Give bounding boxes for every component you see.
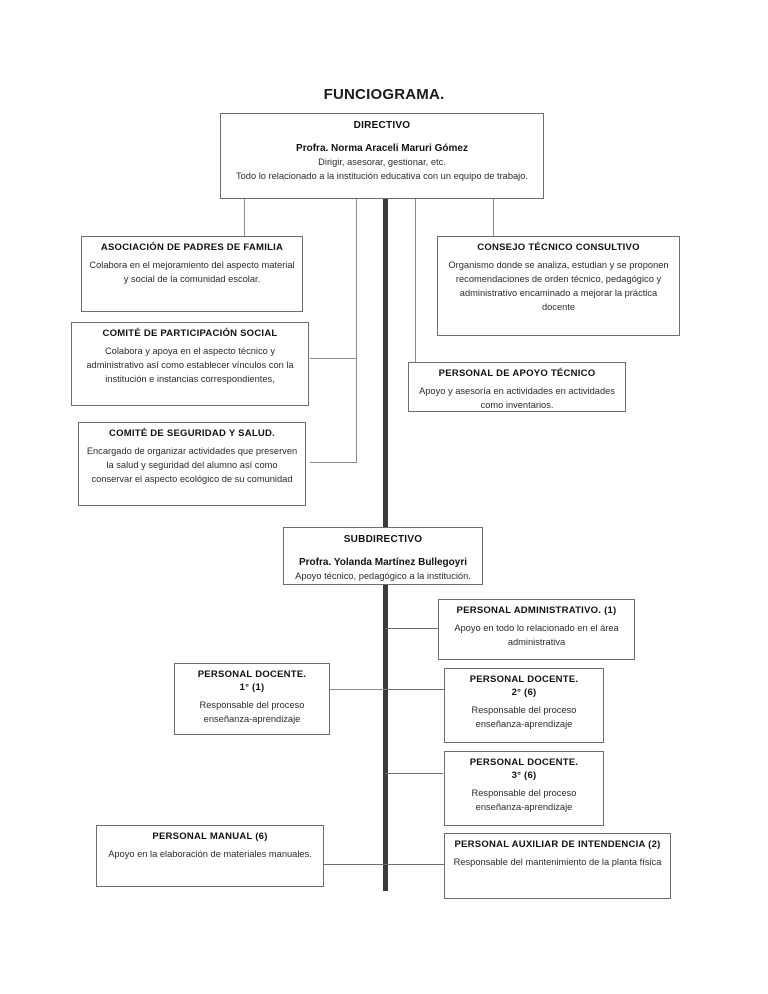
node-docente-2-title: PERSONAL DOCENTE. 2° (6) (469, 674, 579, 698)
main-spine-upper (383, 199, 388, 527)
node-consejo-tecnico-body: Organismo donde se analiza, estudian y s… (448, 259, 669, 312)
node-comite-participacion-title: COMITÉ DE PARTICIPACIÓN SOCIAL (102, 328, 278, 339)
node-directivo-title: DIRECTIVO (353, 120, 411, 131)
node-docente-1-body: Responsable del proceso enseñanza-aprend… (199, 699, 305, 724)
node-consejo-tecnico-title: CONSEJO TÉCNICO CONSULTIVO (477, 242, 640, 253)
node-subdirectivo[interactable]: SUBDIRECTIVO Profra. Yolanda Martínez Bu… (283, 527, 483, 585)
node-comite-seguridad-body: Encargado de organizar actividades que p… (86, 445, 298, 484)
node-directivo-name: Profra. Norma Araceli Maruri Gómez (296, 142, 468, 154)
node-docente-1-title: PERSONAL DOCENTE. 1° (1) (197, 669, 307, 693)
node-docente-3-title: PERSONAL DOCENTE. 3° (6) (469, 757, 579, 781)
connector-directivo-to-consejo (493, 199, 494, 236)
node-apoyo-tecnico-body: Apoyo y asesoría en actividades en activ… (419, 385, 615, 410)
node-comite-seguridad-title: COMITÉ DE SEGURIDAD Y SALUD. (108, 428, 276, 439)
node-directivo[interactable]: DIRECTIVO Profra. Norma Araceli Maruri G… (220, 113, 544, 199)
connector-personal-administrativo (385, 628, 440, 629)
node-docente-1[interactable]: PERSONAL DOCENTE. 1° (1) Responsable del… (174, 663, 330, 735)
connector-directivo-left-branch (356, 199, 357, 463)
node-docente-3[interactable]: PERSONAL DOCENTE. 3° (6) Responsable del… (444, 751, 604, 826)
connector-directivo-right-branch (415, 199, 416, 371)
connector-docentes-row (330, 689, 445, 690)
connector-seguridad-salud (310, 462, 357, 463)
node-subdirectivo-body: Apoyo técnico, pedagógico a la instituci… (295, 571, 471, 581)
connector-docente-3 (385, 773, 443, 774)
connector-docente-1 (330, 689, 386, 690)
connector-directivo-to-asociacion (244, 199, 245, 239)
node-docente-2-body: Responsable del proceso enseñanza-aprend… (471, 704, 577, 729)
node-personal-manual[interactable]: PERSONAL MANUAL (6) Apoyo en la elaborac… (96, 825, 324, 887)
node-comite-seguridad[interactable]: COMITÉ DE SEGURIDAD Y SALUD. Encargado d… (78, 422, 306, 506)
node-comite-participacion[interactable]: COMITÉ DE PARTICIPACIÓN SOCIAL Colabora … (71, 322, 309, 406)
node-apoyo-tecnico[interactable]: PERSONAL DE APOYO TÉCNICO Apoyo y asesor… (408, 362, 626, 412)
node-personal-manual-body: Apoyo en la elaboración de materiales ma… (108, 848, 312, 859)
node-docente-3-body: Responsable del proceso enseñanza-aprend… (471, 787, 577, 812)
main-spine-lower (383, 585, 388, 891)
node-asociacion-padres-title: ASOCIACIÓN DE PADRES DE FAMILIA (100, 242, 284, 253)
connector-participacion-social (310, 358, 357, 359)
node-subdirectivo-title: SUBDIRECTIVO (343, 534, 423, 545)
node-auxiliar-intendencia[interactable]: PERSONAL AUXILIAR DE INTENDENCIA (2) Res… (444, 833, 671, 899)
node-personal-administrativo-body: Apoyo en todo lo relacionado en el área … (454, 622, 619, 647)
node-asociacion-padres[interactable]: ASOCIACIÓN DE PADRES DE FAMILIA Colabora… (81, 236, 303, 312)
node-comite-participacion-body: Colabora y apoya en el aspecto técnico y… (86, 345, 294, 384)
page-title: FUNCIOGRAMA. (323, 86, 445, 103)
node-consejo-tecnico[interactable]: CONSEJO TÉCNICO CONSULTIVO Organismo don… (437, 236, 680, 336)
node-auxiliar-intendencia-body: Responsable del mantenimiento de la plan… (453, 856, 662, 867)
node-personal-administrativo-title: PERSONAL ADMINISTRATIVO. (1) (456, 605, 617, 616)
node-apoyo-tecnico-title: PERSONAL DE APOYO TÉCNICO (438, 368, 596, 379)
node-auxiliar-intendencia-title: PERSONAL AUXILIAR DE INTENDENCIA (2) (454, 839, 661, 850)
node-personal-manual-title: PERSONAL MANUAL (6) (152, 831, 268, 842)
node-subdirectivo-name: Profra. Yolanda Martínez Bullegoyri (299, 556, 467, 568)
node-asociacion-padres-body: Colabora en el mejoramiento del aspecto … (89, 259, 295, 284)
node-docente-2[interactable]: PERSONAL DOCENTE. 2° (6) Responsable del… (444, 668, 604, 743)
connector-bottom-row (324, 864, 444, 865)
node-personal-administrativo[interactable]: PERSONAL ADMINISTRATIVO. (1) Apoyo en to… (438, 599, 635, 660)
node-directivo-body: Dirigir, asesorar, gestionar, etc. Todo … (235, 157, 529, 181)
